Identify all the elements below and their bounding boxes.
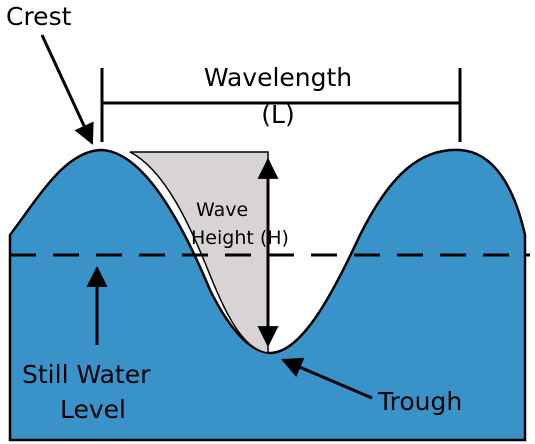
water-body <box>8 148 527 442</box>
wave-height-label-line1: Wave <box>196 199 248 221</box>
wavelength-label: Wavelength <box>204 63 352 92</box>
wavelength-symbol: (L) <box>261 100 294 129</box>
wavelength-bracket <box>100 68 462 142</box>
trough-label: Trough <box>377 387 462 416</box>
still-water-label-line1: Still Water <box>22 360 151 389</box>
wave-height-label-line2: Height (H) <box>191 227 289 249</box>
crest-label: Crest <box>6 2 72 31</box>
wave-height-region <box>129 151 269 354</box>
crest-arrow <box>40 34 94 145</box>
trough-arrow <box>281 357 373 400</box>
still-water-label-line2: Level <box>60 395 126 424</box>
